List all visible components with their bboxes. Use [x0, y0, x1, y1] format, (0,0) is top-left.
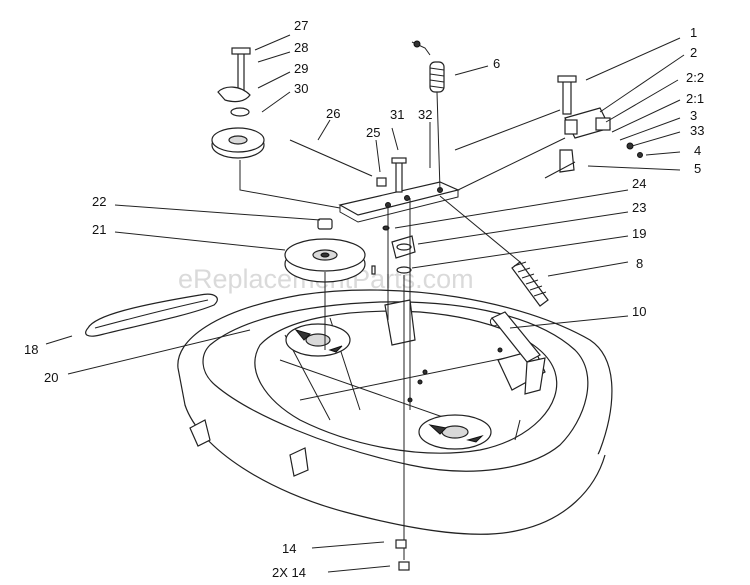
nut — [395, 539, 407, 549]
callout-2x14: 2X 14 — [272, 565, 306, 580]
assembly-line — [457, 137, 566, 191]
idler-rod — [289, 139, 373, 177]
callout-27: 27 — [294, 18, 308, 33]
callout-23: 23 — [632, 200, 646, 215]
callout-10: 10 — [632, 304, 646, 319]
callout-24: 24 — [632, 176, 646, 191]
callout-25: 25 — [366, 125, 380, 140]
callout-leaders — [45, 34, 685, 573]
assembly-line — [239, 160, 341, 209]
brake-lever-assembly — [544, 75, 643, 179]
callout-18: 18 — [24, 342, 38, 357]
callout-32: 32 — [418, 107, 432, 122]
idler-pulley-assembly-top — [211, 47, 265, 159]
callout-8: 8 — [636, 256, 643, 271]
callout-5: 5 — [694, 161, 701, 176]
callout-3: 3 — [690, 108, 697, 123]
assembly-line — [454, 109, 561, 151]
drive-belt — [85, 293, 218, 337]
callout-19: 19 — [632, 226, 646, 241]
upper-spring — [411, 40, 445, 93]
callout-20: 20 — [44, 370, 58, 385]
callout-28: 28 — [294, 40, 308, 55]
tension-spring — [511, 261, 549, 307]
callout-22: 22 — [92, 194, 106, 209]
assembly-line — [436, 91, 441, 191]
callout-29: 29 — [294, 61, 308, 76]
callout-2: 2 — [690, 45, 697, 60]
main-idler-pulley — [284, 218, 366, 283]
callout-33: 33 — [690, 123, 704, 138]
callout-1: 1 — [690, 25, 697, 40]
callout-2-2: 2:2 — [686, 70, 704, 85]
callout-31: 31 — [390, 107, 404, 122]
mower-deck-housing — [177, 289, 613, 535]
callout-2-1: 2:1 — [686, 91, 704, 106]
idler-arm-assembly — [338, 157, 460, 275]
callout-21: 21 — [92, 222, 106, 237]
callout-6: 6 — [493, 56, 500, 71]
callout-4: 4 — [694, 143, 701, 158]
callout-26: 26 — [326, 106, 340, 121]
assembly-line — [439, 195, 521, 263]
spring-bracket — [489, 311, 546, 395]
callout-14: 14 — [282, 541, 296, 556]
nut — [398, 561, 410, 571]
callout-30: 30 — [294, 81, 308, 96]
